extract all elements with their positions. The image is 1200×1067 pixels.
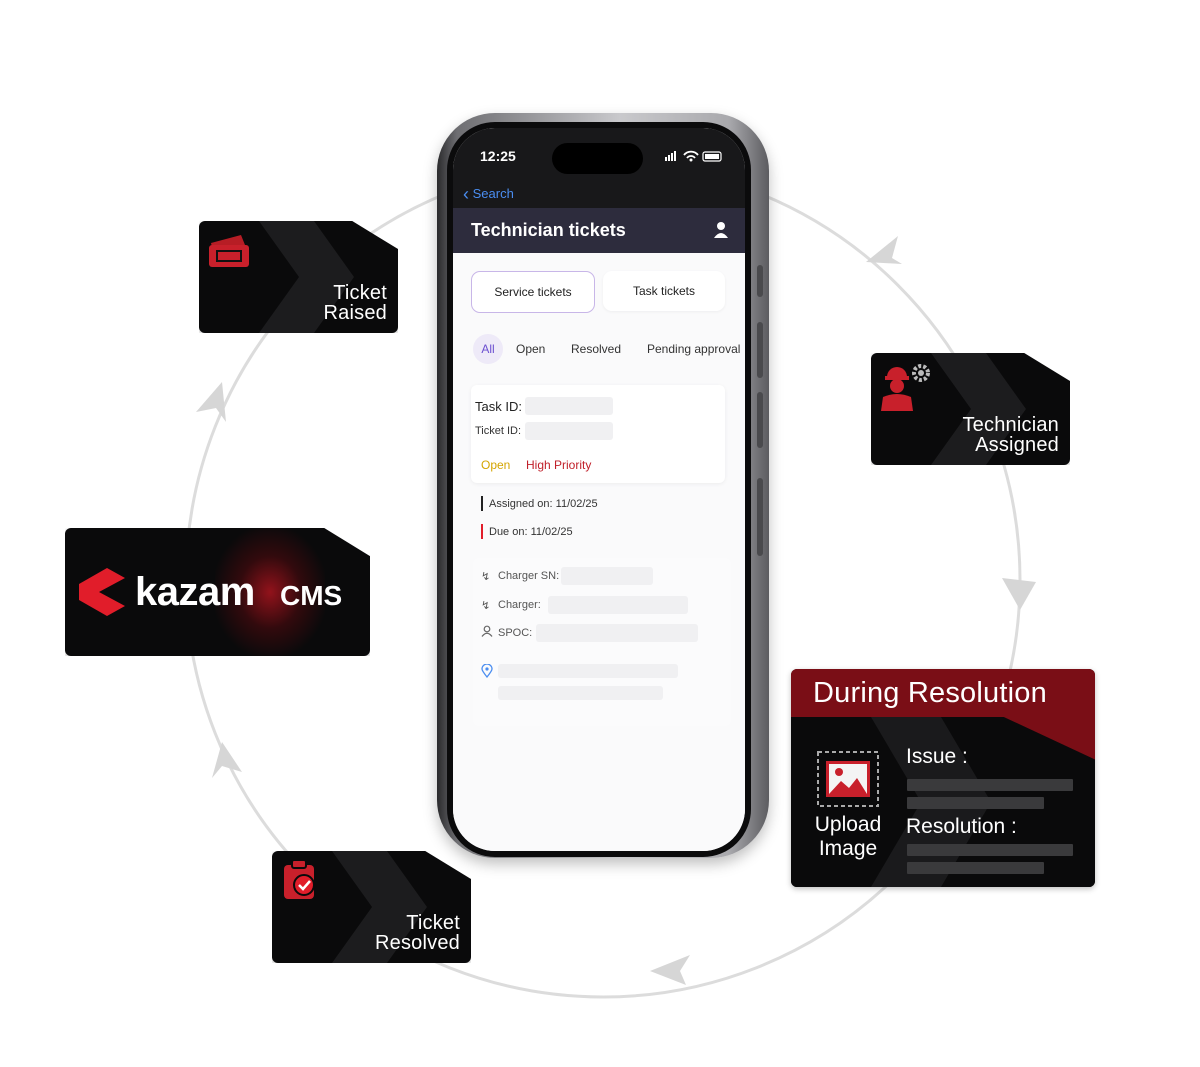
address-line — [498, 664, 678, 678]
address-line — [498, 686, 663, 700]
tab-service-tickets[interactable]: Service tickets — [471, 271, 595, 313]
due-on: Due on: 11/02/25 — [489, 526, 573, 538]
assigned-on: Assigned on: 11/02/25 — [489, 498, 598, 510]
upload-image-label: Upload Image — [814, 813, 882, 860]
charger-value — [548, 596, 688, 614]
ticket-resolved-card: Ticket Resolved — [272, 851, 471, 963]
filter-pending-approval[interactable]: Pending approval — [647, 342, 741, 356]
image-upload-icon — [817, 751, 879, 807]
technician-gear-icon — [881, 364, 930, 411]
status-time: 12:25 — [480, 148, 516, 164]
assigned-marker — [481, 496, 483, 511]
charger-label: Charger: — [498, 599, 541, 611]
resolution-body: Upload Image Issue : Resolution : — [791, 717, 1095, 887]
phone-side-button — [757, 392, 763, 448]
issue-placeholder — [907, 797, 1044, 809]
lightning-icon: ↯ — [481, 571, 491, 583]
dynamic-island — [552, 143, 643, 174]
due-marker — [481, 524, 483, 539]
back-link-label: Search — [472, 186, 514, 201]
cycle-arrow-icon — [1002, 578, 1036, 610]
task-id-label: Task ID: — [475, 399, 522, 414]
filter-resolved[interactable]: Resolved — [571, 342, 622, 356]
chevron-decoration — [332, 851, 427, 963]
spoc-label: SPOC: — [498, 627, 533, 639]
phone-side-button — [757, 478, 763, 556]
spoc-value — [536, 624, 698, 642]
resolution-placeholder — [907, 844, 1073, 856]
product-name: CMS — [280, 580, 343, 611]
during-resolution-card: During Resolution Upload Image Issue : R… — [791, 669, 1095, 887]
location-pin-icon — [481, 664, 493, 678]
filter-open[interactable]: Open — [516, 342, 546, 356]
cycle-arrow-icon — [650, 955, 690, 985]
person-icon — [481, 625, 493, 637]
status-badge: Open — [481, 458, 511, 472]
page-title: Technician tickets — [471, 220, 626, 240]
logo-wordmark: kazam — [135, 570, 255, 614]
phone-side-button — [757, 265, 763, 297]
ticket-resolved-label: Ticket Resolved — [375, 912, 460, 954]
status-icons — [665, 150, 722, 162]
cycle-arrow-icon — [196, 382, 226, 422]
filter-all[interactable]: All — [473, 334, 503, 364]
kazam-cms-card: kazam CMS — [65, 528, 370, 656]
clipboard-check-icon — [284, 859, 315, 899]
chevron-decoration — [931, 353, 1026, 465]
ticket-raised-card: Ticket Raised — [199, 221, 398, 333]
resolution-placeholder — [907, 862, 1044, 874]
priority-badge: High Priority — [526, 458, 592, 472]
ticket-icon — [209, 235, 249, 267]
charger-sn-label: Charger SN: — [498, 570, 560, 582]
resolution-title: During Resolution — [813, 677, 1047, 709]
cycle-arrow-icon — [866, 236, 902, 264]
back-link[interactable]: ‹ Search — [463, 184, 514, 205]
chevron-left-icon: ‹ — [463, 184, 469, 204]
phone-screen: 12:25 ‹ Search Technician tickets Servic… — [447, 122, 751, 857]
cycle-arrow-icon — [212, 742, 242, 778]
ticket-id-value — [525, 422, 613, 440]
technician-assigned-card: Technician Assigned — [871, 353, 1070, 465]
task-id-value — [525, 397, 613, 415]
charger-sn-value — [561, 567, 653, 585]
profile-icon[interactable] — [711, 220, 731, 240]
kazam-logo-icon — [79, 568, 125, 616]
issue-label: Issue : — [906, 745, 968, 768]
chevron-decoration — [259, 221, 354, 333]
ticket-details: ↯ Charger SN: ↯ Charger: SPOC: — [473, 558, 731, 726]
ticket-raised-label: Ticket Raised — [323, 282, 387, 324]
status-bar: 12:25 ‹ Search — [453, 128, 745, 208]
resolution-label: Resolution : — [906, 815, 1017, 838]
lightning-icon: ↯ — [481, 600, 491, 612]
technician-assigned-label: Technician Assigned — [962, 414, 1059, 456]
issue-placeholder — [907, 779, 1073, 791]
ticket-card[interactable]: Task ID: Ticket ID: Open High Priority — [471, 385, 725, 483]
ticket-list: Service tickets Task tickets All Open Re… — [453, 253, 745, 851]
tab-task-tickets[interactable]: Task tickets — [603, 271, 725, 311]
phone-side-button — [757, 322, 763, 378]
ticket-id-label: Ticket ID: — [475, 425, 522, 437]
nav-bar: Technician tickets — [453, 208, 745, 253]
